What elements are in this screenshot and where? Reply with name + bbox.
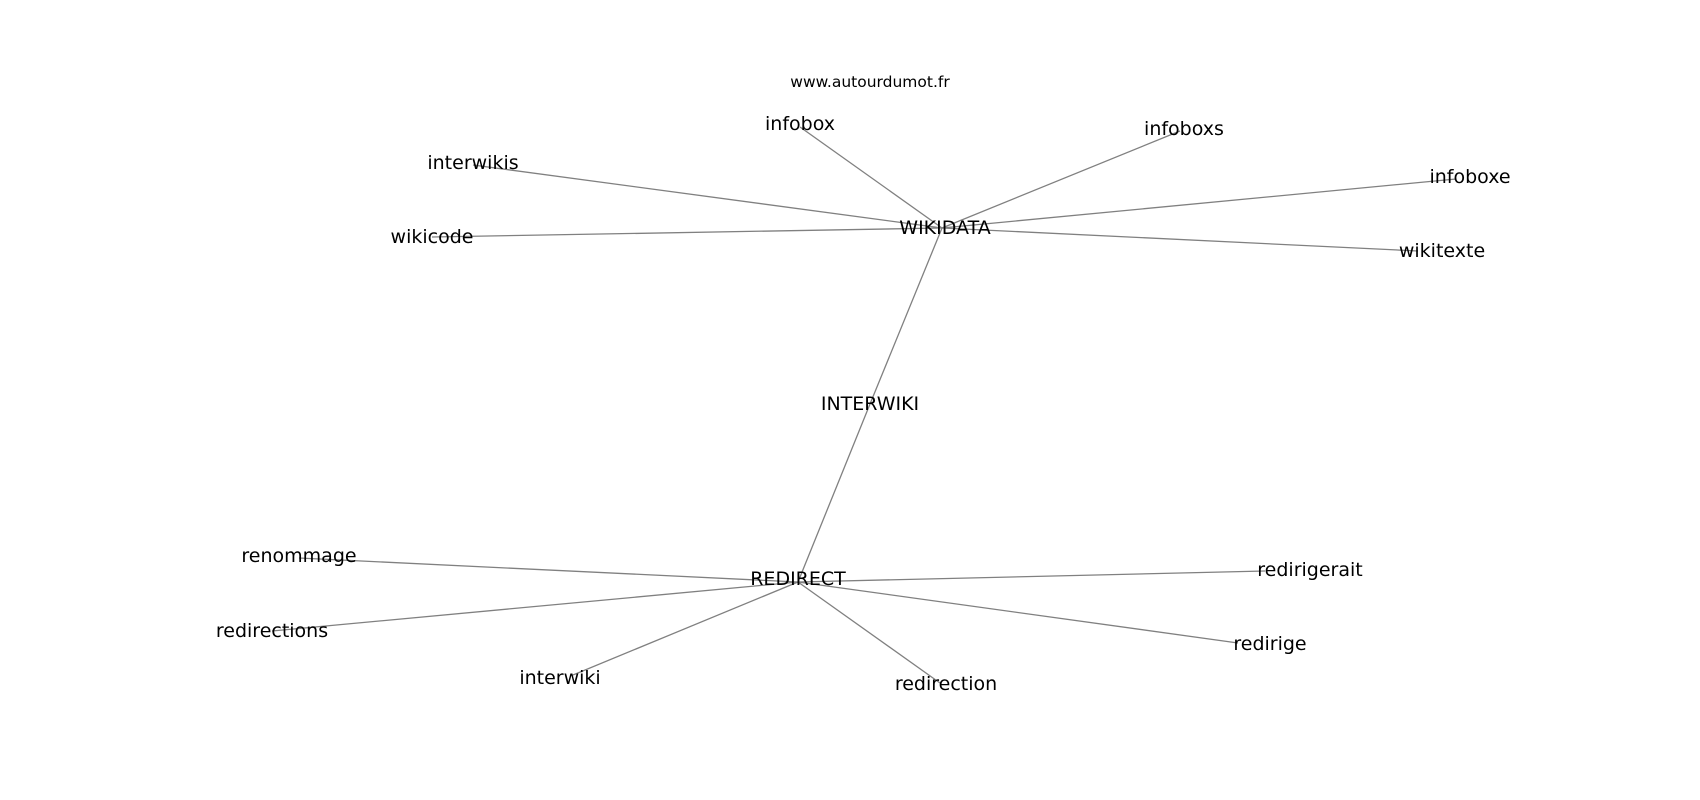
node-wikidata: WIKIDATA (899, 217, 990, 239)
edge-redirect-redirige (797, 581, 1239, 644)
node-wikitexte: wikitexte (1399, 240, 1485, 262)
edge-layer (271, 126, 1457, 684)
site-watermark: www.autourdumot.fr (790, 73, 950, 91)
node-redirigerait: redirigerait (1257, 559, 1362, 581)
edge-redirect-redirections (271, 581, 799, 632)
node-interwiki: INTERWIKI (821, 393, 919, 415)
node-redirect: REDIRECT (750, 568, 846, 590)
edge-interwiki-redirect (797, 403, 871, 583)
edge-redirect-interwiki (572, 581, 799, 676)
node-redirection: redirection (895, 673, 997, 695)
node-redirections: redirections (216, 620, 328, 642)
edge-wikidata-infobox (799, 126, 943, 229)
edge-redirect-renommage (298, 557, 799, 583)
edge-wikidata-infoboxe (941, 178, 1457, 229)
node-wikicode: wikicode (391, 226, 474, 248)
edge-wikidata-wikicode (431, 227, 943, 238)
node-redirige: redirige (1233, 633, 1306, 655)
label-layer: www.autourdumot.fr WIKIDATA INTERWIKI REDI… (216, 73, 1511, 695)
edge-wikidata-interwikis (472, 164, 943, 229)
node-interwiki: interwiki (519, 667, 600, 689)
edge-redirect-redirigerait (797, 570, 1266, 583)
node-infobox: infobox (765, 113, 835, 135)
node-renommage: renommage (241, 545, 356, 567)
node-infoboxs: infoboxs (1144, 118, 1224, 140)
edge-wikidata-interwiki (869, 227, 943, 405)
edge-redirect-redirection (797, 581, 941, 684)
node-interwikis: interwikis (427, 152, 518, 174)
edge-wikidata-infoboxs (941, 130, 1181, 229)
edge-wikidata-wikitexte (941, 227, 1419, 252)
node-infoboxe: infoboxe (1429, 166, 1510, 188)
